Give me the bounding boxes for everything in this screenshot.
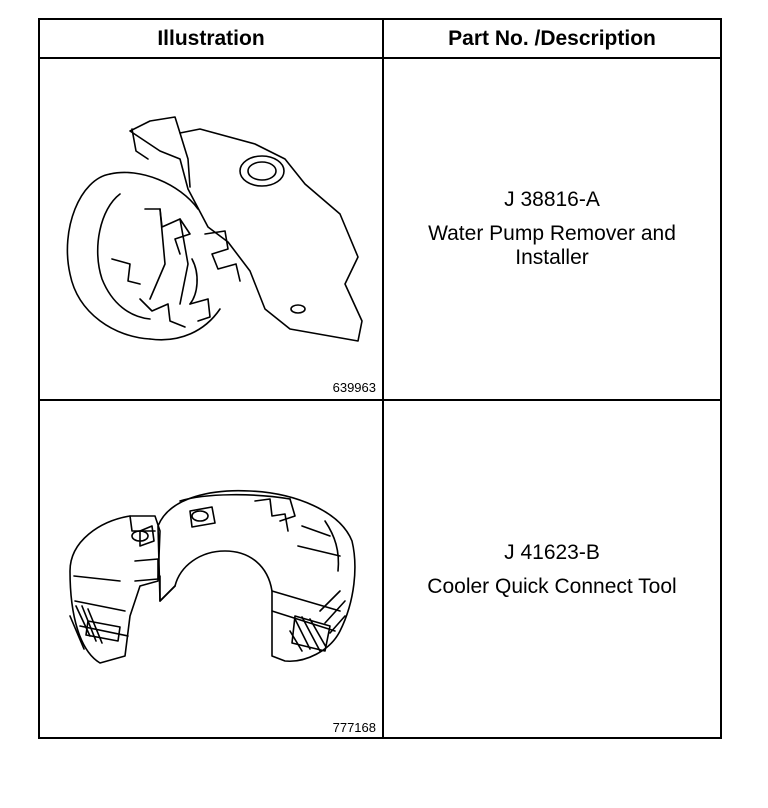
figure-number: 777168 [332,720,376,735]
part-description-cell: J 38816-A Water Pump Remover and Install… [384,59,720,399]
row-divider [40,399,720,401]
table-row: 777168 J 41623-B Cooler Quick Connect To… [40,401,720,739]
part-number: J 41623-B [504,541,600,564]
illustration-header: Illustration [157,26,265,50]
part-description: Cooler Quick Connect Tool [427,575,677,598]
tool-table: Illustration Part No. /Description [38,18,722,739]
part-description: Water Pump Remover and Installer [428,222,676,269]
cooler-quick-connect-tool-illustration [69,489,356,664]
part-description-header: Part No. /Description [448,26,656,50]
water-pump-remover-installer-illustration [66,116,363,342]
figure-number: 639963 [332,380,376,395]
table-row: 639963 J 38816-A Water Pump Remover and … [40,59,720,399]
part-description-cell: J 41623-B Cooler Quick Connect Tool [384,401,720,739]
header-divider [40,57,720,59]
illustration-cell: 777168 [40,401,382,739]
column-divider [382,20,384,737]
part-number: J 38816-A [504,188,600,211]
illustration-cell: 639963 [40,59,382,399]
